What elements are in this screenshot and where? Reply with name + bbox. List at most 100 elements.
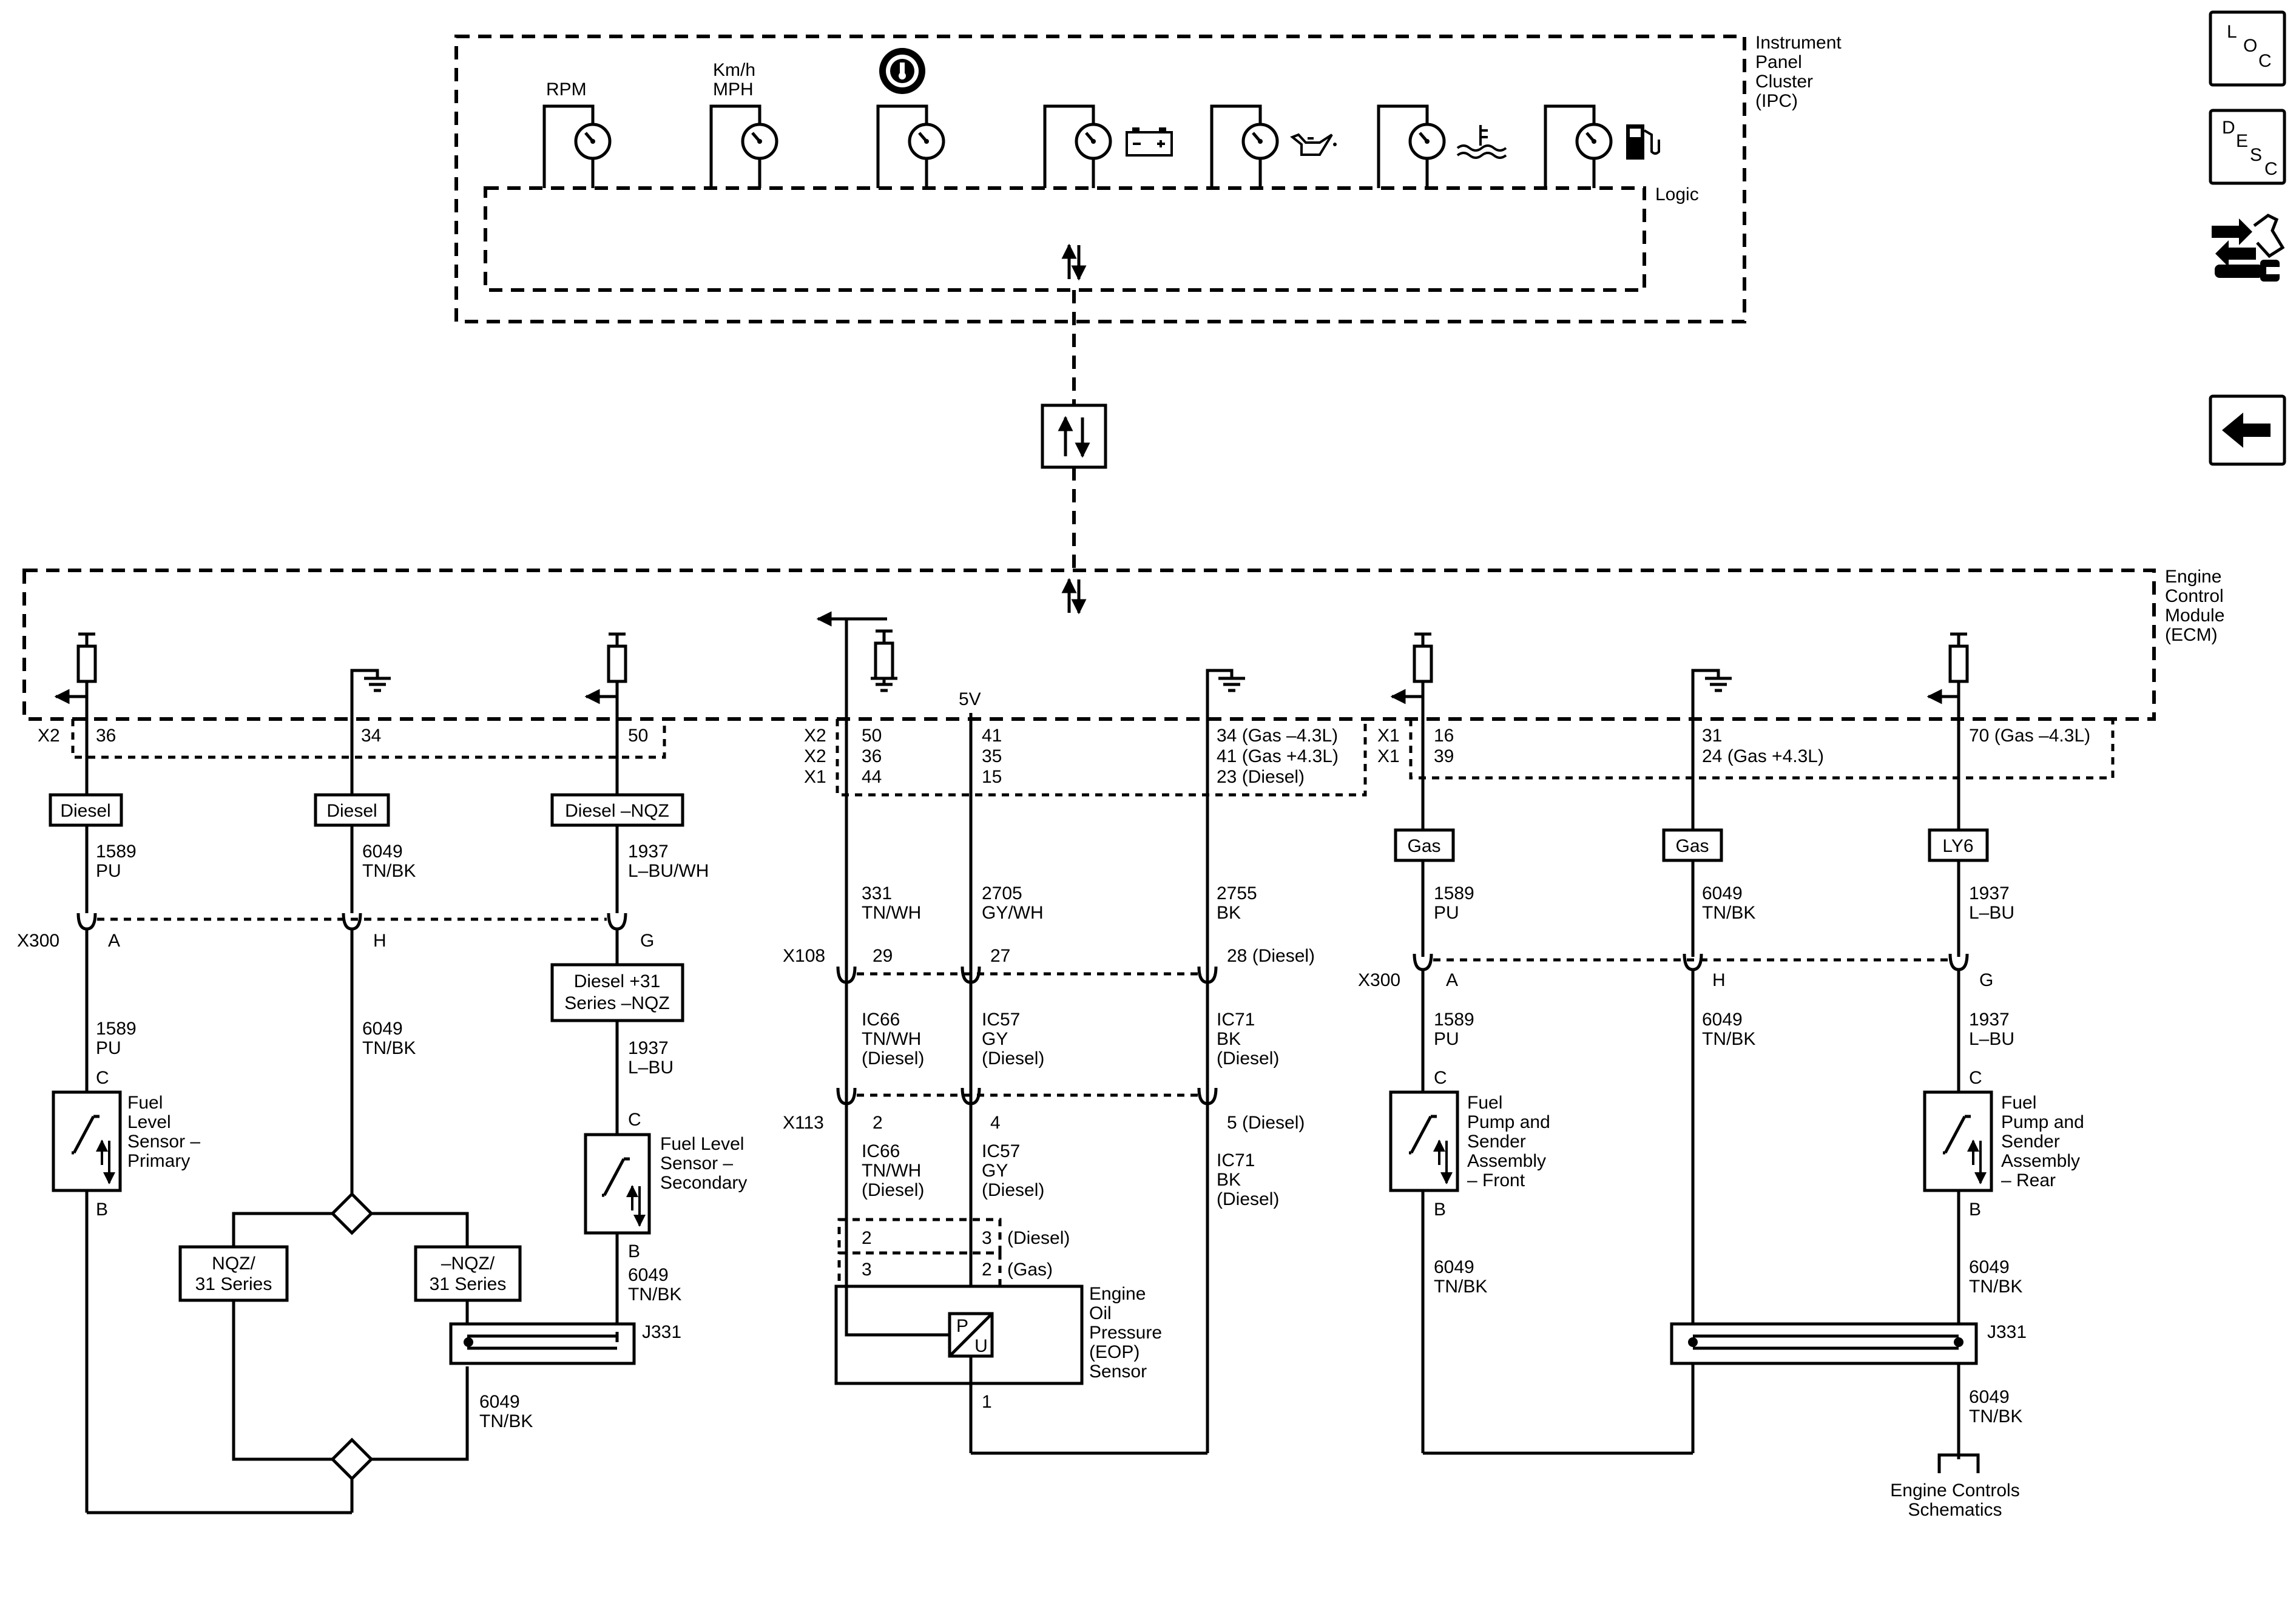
svg-text:Gas: Gas [1675,836,1709,856]
svg-text:L–BU: L–BU [1969,1029,2014,1049]
svg-text:GY: GY [982,1029,1008,1049]
connector-repair-icon [2212,214,2285,282]
svg-text:4: 4 [990,1113,1001,1133]
svg-text:Engine: Engine [2165,567,2221,587]
svg-text:(Diesel): (Diesel) [862,1048,924,1068]
svg-text:TN/BK: TN/BK [1702,1029,1755,1049]
svg-text:2: 2 [982,1260,992,1280]
svg-text:IC71: IC71 [1217,1150,1255,1170]
svg-text:X2: X2 [804,746,826,766]
svg-text:C: C [96,1068,109,1088]
speed-gauge: Km/h MPH [709,60,777,188]
connector-repair-button[interactable] [2212,214,2285,282]
svg-text:D: D [2222,118,2235,138]
rpm-gauge: RPM [542,79,610,188]
svg-text:Pump and: Pump and [2001,1112,2084,1132]
fuel-pump-sender-front: Fuel Pump and Sender Assembly – Front [1389,1090,1550,1192]
svg-text:C: C [628,1110,641,1130]
svg-text:Schematics: Schematics [1908,1500,2002,1520]
svg-text:Diesel +31: Diesel +31 [574,971,661,991]
svg-text:6049: 6049 [1969,1387,2010,1407]
svg-text:L–BU/WH: L–BU/WH [628,861,709,881]
svg-text:44: 44 [862,767,882,787]
svg-text:Primary: Primary [127,1151,190,1171]
svg-text:LY6: LY6 [1942,836,1973,856]
ipc-data-arrows [1061,243,1087,281]
svg-text:A: A [1446,970,1458,990]
svg-text:6049: 6049 [1969,1257,2010,1277]
svg-text:6049: 6049 [1702,1010,1743,1030]
tachometer-icon: RPM [546,79,587,100]
svg-text:TN/BK: TN/BK [479,1411,533,1431]
svg-text:31 Series: 31 Series [430,1274,507,1294]
engine-controls-schematics-link[interactable]: Engine Controls Schematics [1890,1453,2020,1520]
svg-text:Control: Control [2165,586,2224,606]
svg-text:IC66: IC66 [862,1010,900,1030]
svg-text:X1: X1 [804,767,826,787]
svg-text:C: C [2264,159,2278,179]
svg-text:GY: GY [982,1161,1008,1181]
loc-button[interactable]: L O C [2209,10,2286,87]
left-arrow-icon [2222,413,2271,448]
svg-text:70 (Gas –4.3L): 70 (Gas –4.3L) [1969,726,2090,746]
svg-text:B: B [1434,1200,1446,1220]
fuel-pump-icon [1626,124,1660,160]
j331-splice-right: J331 [1670,1322,2027,1365]
back-button[interactable] [2209,394,2286,466]
svg-text:H: H [373,931,387,951]
svg-text:(IPC): (IPC) [1755,91,1798,111]
svg-text:1589: 1589 [1434,1010,1474,1030]
desc-button[interactable]: D E S C [2209,109,2286,185]
svg-text:50: 50 [628,726,648,746]
svg-text:Gas: Gas [1407,836,1440,856]
eop-sensor-circuits: 5V X2 X2 X1 50 36 44 41 35 15 34 (Gas –4… [783,611,1367,1455]
right-fuel-pump-circuits: X1 X1 16 39 31 24 (Gas +4.3L) 70 (Gas –4… [1358,634,2115,1520]
svg-text:GY/WH: GY/WH [982,903,1044,923]
oil-pressure-gauge [1210,104,1337,188]
svg-text:X1: X1 [1377,726,1400,746]
svg-text:PU: PU [96,861,121,881]
svg-text:IC66: IC66 [862,1141,900,1161]
svg-text:Engine Controls: Engine Controls [1890,1480,2019,1501]
fuel-gauge [1544,104,1660,188]
fuel-level-sensor-primary: Fuel Level Sensor – Primary [52,1090,200,1192]
svg-text:(Diesel): (Diesel) [862,1180,924,1200]
fuel-pump-sender-rear: Fuel Pump and Sender Assembly – Rear [1923,1090,2084,1192]
svg-text:Sender: Sender [2001,1132,2060,1152]
svg-text:B: B [1969,1200,1981,1220]
svg-text:PU: PU [1434,1029,1459,1049]
svg-text:1937: 1937 [1969,883,2010,903]
svg-text:Instrument: Instrument [1755,33,1842,53]
svg-text:PU: PU [96,1038,121,1058]
svg-text:(Gas): (Gas) [1007,1260,1053,1280]
svg-text:TN/BK: TN/BK [1434,1277,1487,1297]
svg-text:TN/WH: TN/WH [862,1029,921,1049]
svg-text:TN/BK: TN/BK [362,861,416,881]
svg-text:(Diesel): (Diesel) [982,1180,1044,1200]
svg-text:TN/WH: TN/WH [862,1161,921,1181]
svg-text:O: O [2243,36,2257,56]
svg-text:331: 331 [862,883,892,903]
svg-text:Sensor –: Sensor – [127,1132,200,1152]
oil-can-icon [1290,133,1337,156]
svg-text:(Diesel): (Diesel) [982,1048,1044,1068]
svg-text:IC57: IC57 [982,1141,1020,1161]
svg-text:(Diesel): (Diesel) [1007,1228,1070,1248]
svg-text:29: 29 [873,946,893,966]
svg-text:Diesel: Diesel [60,801,110,821]
svg-text:NQZ/: NQZ/ [212,1254,255,1274]
svg-text:X300: X300 [17,931,59,951]
svg-text:X1: X1 [1377,746,1400,766]
svg-text:A: A [108,931,120,951]
svg-text:23 (Diesel): 23 (Diesel) [1217,767,1305,787]
ipc-logic-label: Logic [1655,184,1699,204]
svg-text:6049: 6049 [362,842,403,862]
svg-text:3: 3 [862,1260,872,1280]
left-fuel-level-circuits: X2 36 34 50 Diesel Diesel Diesel –NQZ 15… [17,634,747,1514]
svg-text:50: 50 [862,726,882,746]
svg-text:C: C [1969,1068,1982,1088]
svg-text:J331: J331 [642,1322,681,1342]
svg-text:L–BU: L–BU [628,1058,674,1078]
svg-text:Level: Level [127,1112,171,1132]
